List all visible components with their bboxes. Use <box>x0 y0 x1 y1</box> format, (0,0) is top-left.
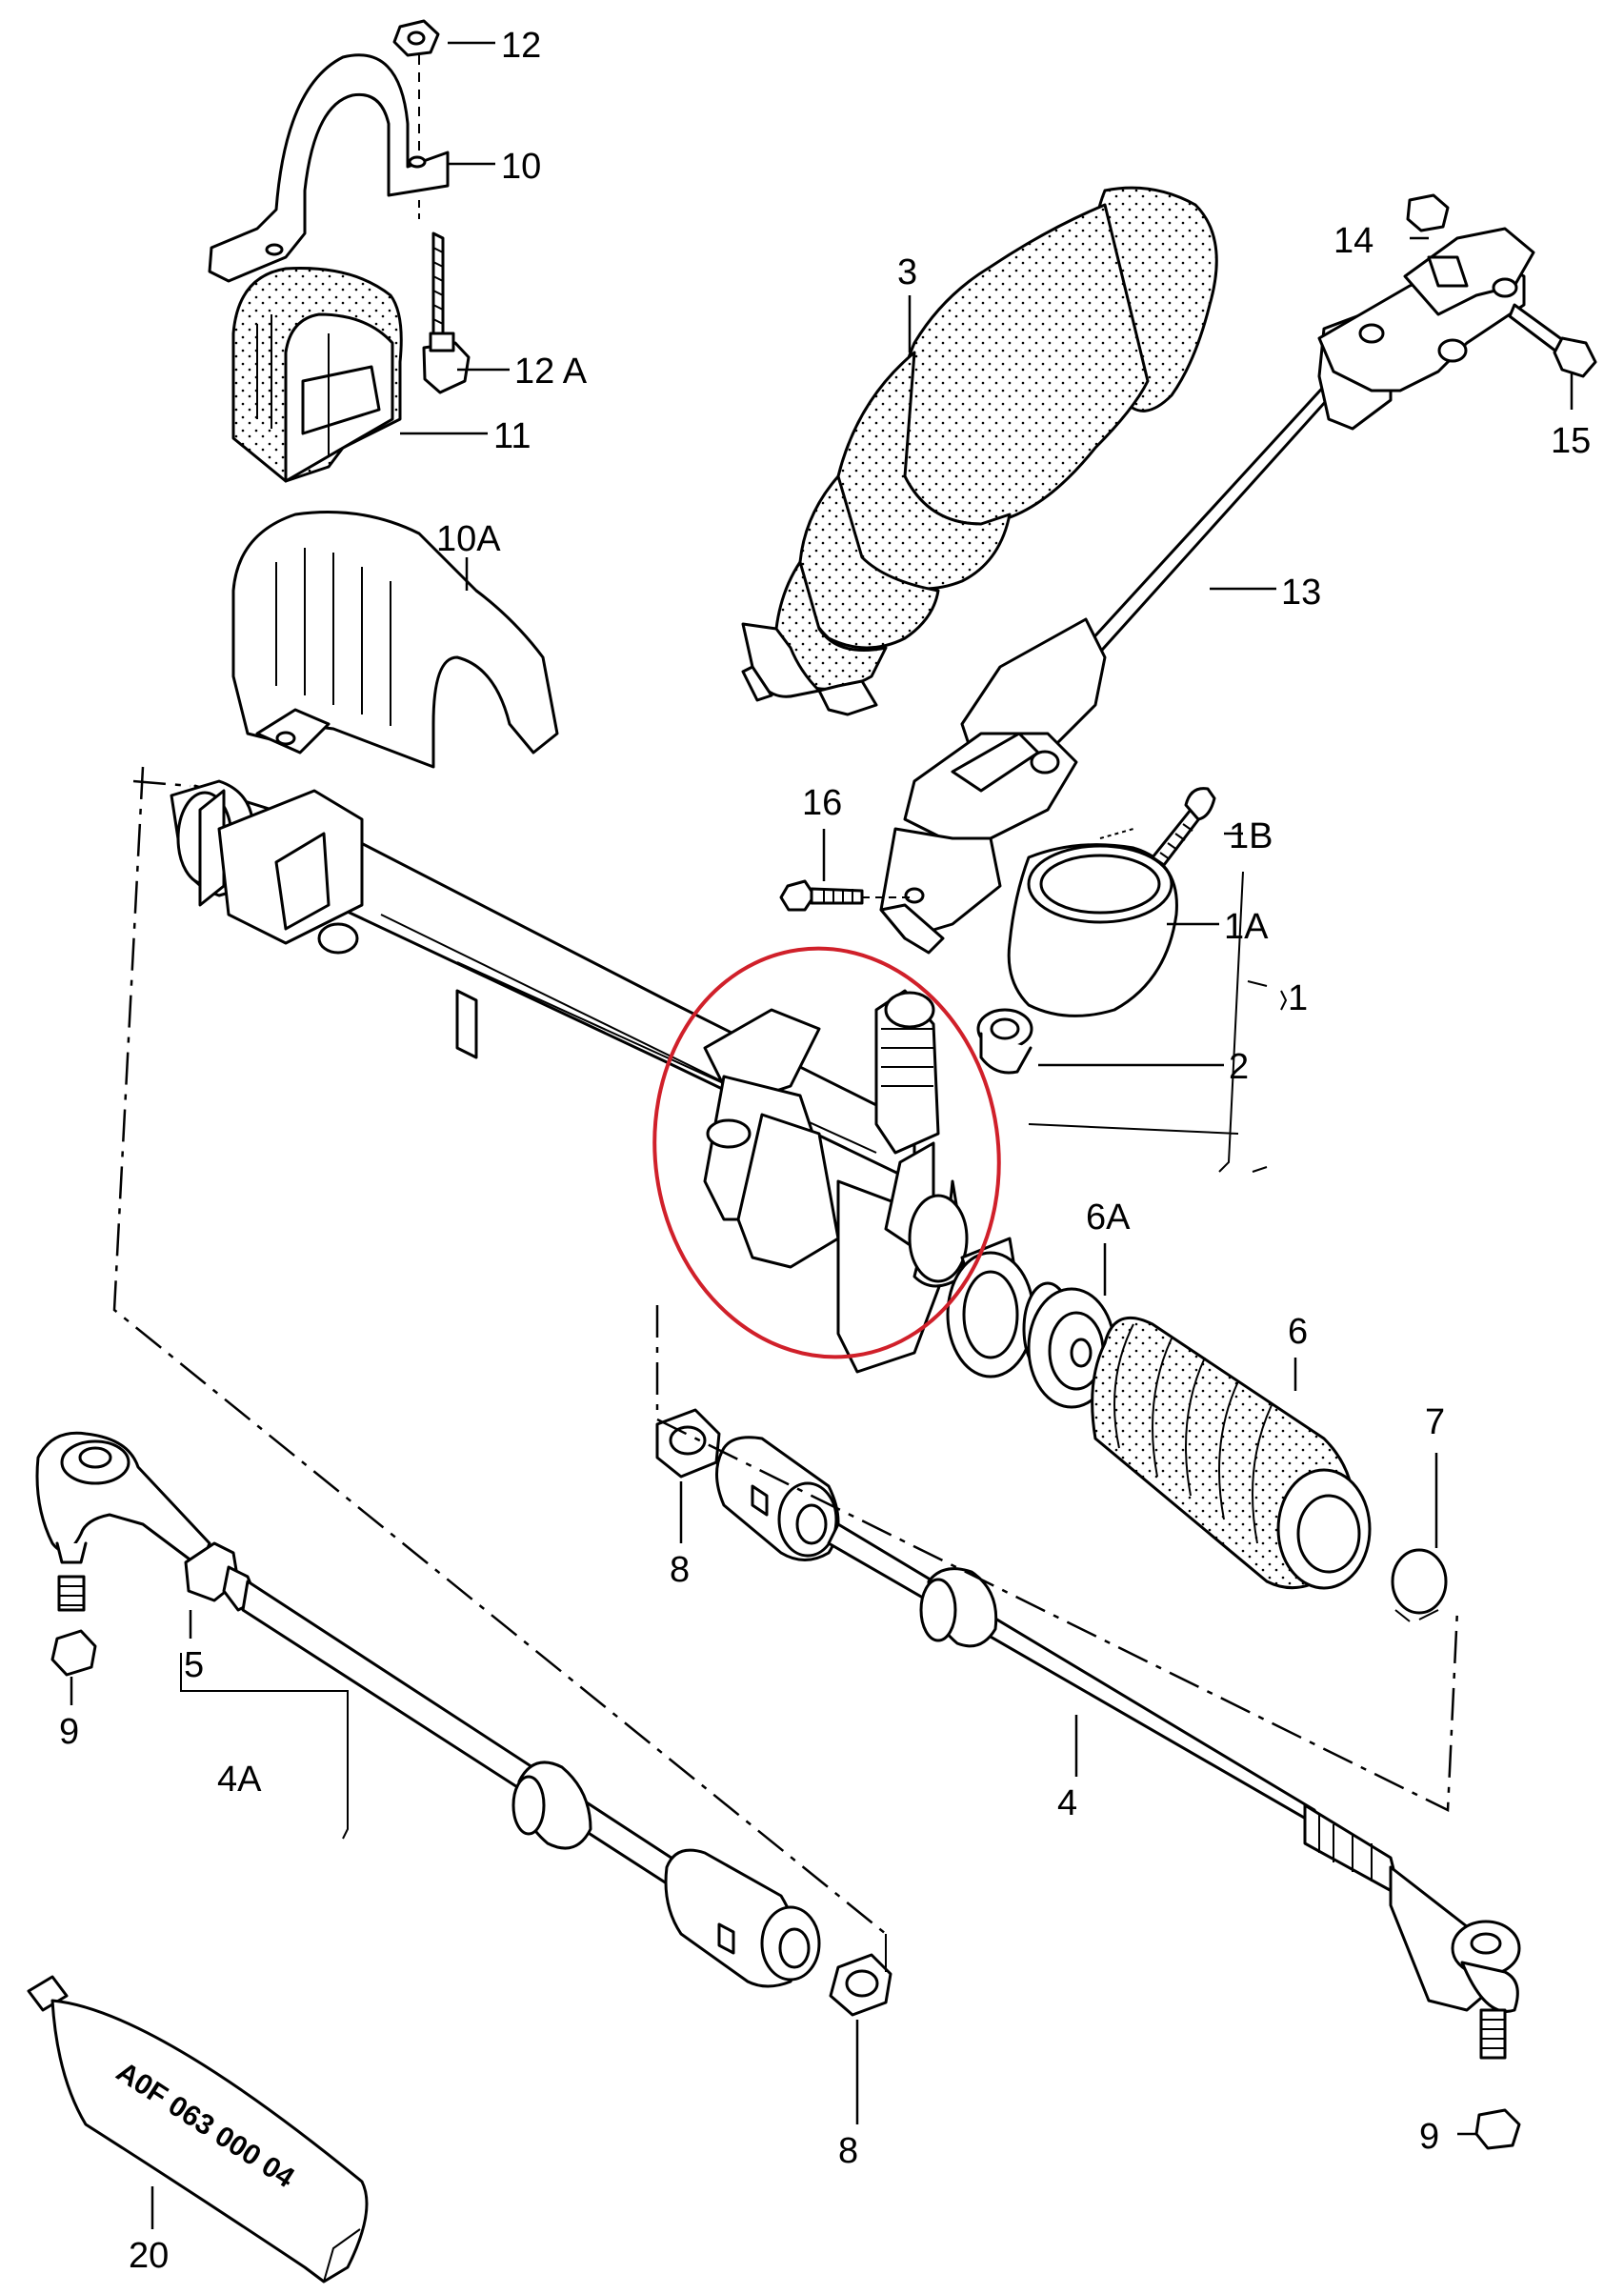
callout-11: 11 <box>493 416 531 456</box>
callout-1b: 1B <box>1229 816 1273 856</box>
callout-20: 20 <box>129 2236 169 2276</box>
screw-1b <box>1151 787 1216 867</box>
callout-13: 13 <box>1281 573 1321 613</box>
rubber-bush-11 <box>231 267 403 483</box>
callout-15: 15 <box>1551 421 1591 461</box>
callout-9-left: 9 <box>59 1712 79 1752</box>
callout-14: 14 <box>1333 221 1373 261</box>
lower-joint <box>879 617 1107 955</box>
bolt-15 <box>1508 303 1597 378</box>
callout-8-lower: 8 <box>838 2131 858 2171</box>
grease-tube-20: A0F 063 000 04 <box>27 1975 369 2284</box>
tie-rod-4 <box>827 1522 1521 2060</box>
nut-14 <box>1406 193 1450 232</box>
callout-9-right: 9 <box>1419 2117 1439 2157</box>
callout-10a: 10A <box>436 519 501 559</box>
callout-labels: 12 10 12 A 11 10A 3 13 14 15 16 1B 1A 1 … <box>59 26 1591 2276</box>
clip-7 <box>1391 1548 1448 1622</box>
callout-12a: 12 A <box>514 352 588 392</box>
highlight-circle <box>652 946 1001 1359</box>
cover-10a <box>231 511 559 769</box>
nut-9-right <box>1474 2108 1521 2150</box>
callout-6a: 6A <box>1086 1197 1131 1238</box>
boot-seal-1a <box>1007 828 1178 1017</box>
steering-shaft-13 <box>1065 227 1535 669</box>
callout-12: 12 <box>501 26 541 66</box>
nut-9-left <box>50 1629 97 1677</box>
bolt-12a <box>418 55 471 394</box>
steering-gear-housing <box>170 779 1073 1378</box>
assembly-lines <box>112 766 1459 1972</box>
tie-rod-4a <box>241 1580 821 1988</box>
tie-rod-end-left <box>35 1431 211 1612</box>
mounting-clamp-10 <box>208 53 450 283</box>
nut-8-upper <box>655 1408 721 1479</box>
callout-10: 10 <box>501 147 541 187</box>
leader-lines <box>70 41 1574 2229</box>
bellows-boot-6 <box>1091 1316 1372 1590</box>
callout-2: 2 <box>1229 1047 1249 1087</box>
inner-joint-upper <box>715 1436 840 1561</box>
bolt-16 <box>779 879 910 912</box>
plug-2 <box>976 1008 1033 1075</box>
callout-7: 7 <box>1425 1402 1445 1442</box>
callout-4: 4 <box>1057 1783 1077 1823</box>
callout-1: 1 <box>1288 978 1308 1018</box>
bulkhead-boot-3 <box>741 186 1218 716</box>
callout-1a: 1A <box>1224 907 1269 947</box>
callout-16: 16 <box>802 783 842 823</box>
callout-4a: 4A <box>217 1760 262 1800</box>
callout-6: 6 <box>1288 1312 1308 1352</box>
callout-3: 3 <box>897 252 917 292</box>
callout-8-upper: 8 <box>670 1550 690 1590</box>
nut-8-lower <box>829 1953 892 2017</box>
nut-12 <box>392 19 440 57</box>
callout-5: 5 <box>184 1645 204 1685</box>
